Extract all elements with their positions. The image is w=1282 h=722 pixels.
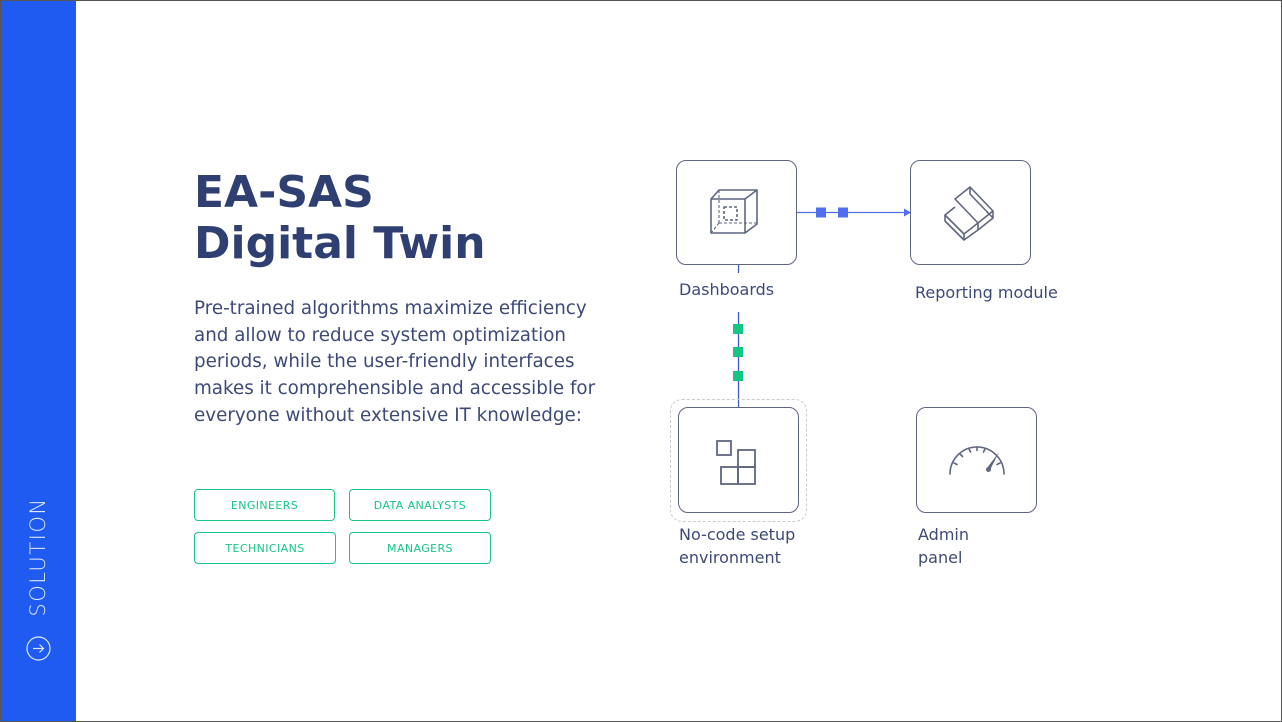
title-line-1: EA-SAS [194,167,374,218]
horizontal-connector [797,207,911,218]
vertical-connector [733,265,743,407]
cube-icon [710,189,758,234]
no-code-setup-label-line-1: No-code setup [679,525,796,544]
no-code-setup-node[interactable] [678,407,799,513]
no-code-setup-label-line-2: environment [679,548,781,567]
arrow-right-circle-icon[interactable] [26,636,51,661]
tag-technicians: TECHNICIANS [194,532,336,564]
no-code-setup-label: No-code setup environment [679,523,795,569]
title-line-2: Digital Twin [194,218,486,269]
sidebar: SOLUTION [1,1,76,721]
tag-data-analysts: DATA ANALYSTS [349,489,491,521]
dashboards-label: Dashboards [679,280,775,299]
admin-panel-label: Admin panel [918,523,969,569]
blocks-icon [716,440,756,485]
reporting-module-label: Reporting module [915,283,1058,302]
tag-managers: MANAGERS [349,532,491,564]
gauge-icon [949,446,1005,475]
admin-panel-label-line-2: panel [918,548,963,567]
page-title: EA-SAS Digital Twin [194,167,486,269]
description-text: Pre-trained algorithms maximize efficien… [194,298,596,426]
tag-engineers: ENGINEERS [194,489,335,521]
admin-panel-label-line-1: Admin [918,525,969,544]
selection-highlight [670,399,807,522]
reporting-module-node[interactable] [910,160,1031,265]
admin-panel-node[interactable] [916,407,1037,513]
dashboards-node[interactable] [676,160,797,265]
layers-icon [944,186,994,241]
